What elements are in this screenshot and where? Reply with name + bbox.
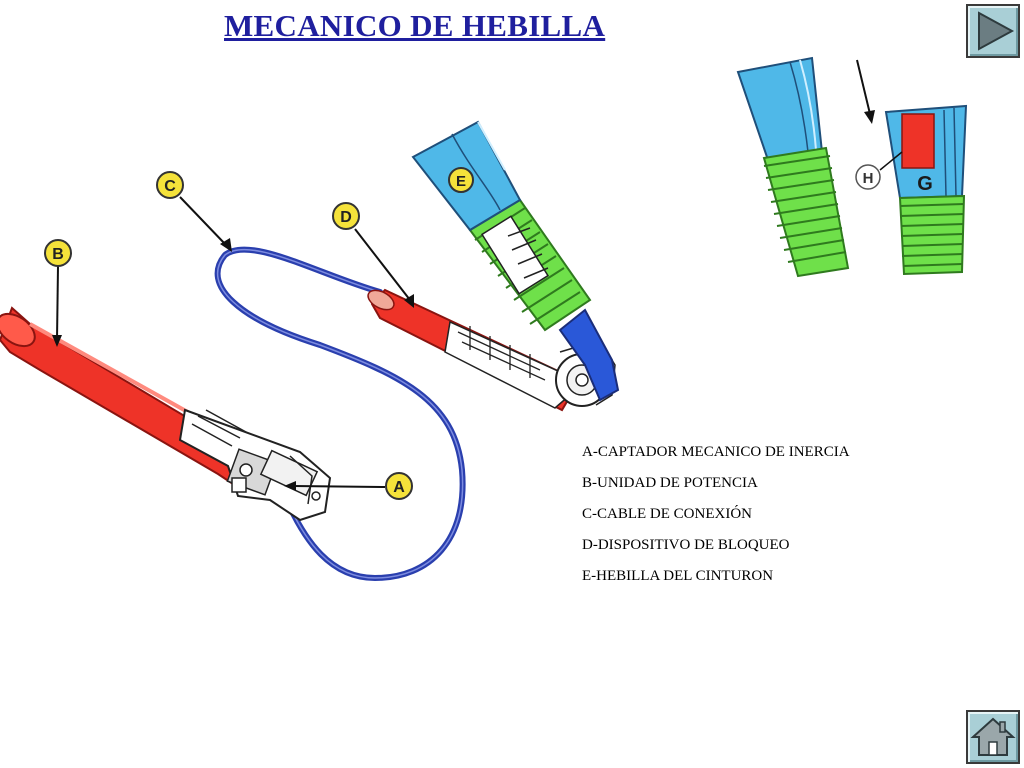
- buckle-detail-left: [736, 56, 850, 278]
- house-icon: [970, 717, 1016, 756]
- callout-c: C: [156, 171, 184, 199]
- buckle-detail-right: [884, 104, 968, 276]
- power-unit: [0, 306, 332, 522]
- slide-title: MECANICO DE HEBILLA: [224, 8, 606, 43]
- svg-text:E: E: [456, 173, 466, 190]
- play-triangle-icon: [978, 11, 1015, 51]
- svg-text:B: B: [52, 246, 64, 263]
- next-slide-button[interactable]: [966, 4, 1020, 58]
- red-latch-h: [901, 113, 935, 169]
- legend-item-d: D-DISPOSITIVO DE BLOQUEO: [582, 537, 790, 553]
- callout-a: A: [385, 472, 413, 500]
- callout-h: H: [855, 164, 881, 190]
- legend-item-c: C-CABLE DE CONEXIÓN: [582, 506, 752, 522]
- label-g: G: [917, 173, 933, 195]
- components-legend: A-CAPTADOR MECANICO DE INERCIA B-UNIDAD …: [582, 442, 850, 597]
- leader-lines: [56, 59, 871, 488]
- callout-e: E: [448, 167, 474, 193]
- connection-cable: [214, 246, 466, 582]
- svg-text:C: C: [164, 178, 176, 195]
- arrow-heads: [52, 110, 875, 491]
- callout-b: B: [44, 239, 72, 267]
- svg-text:A: A: [393, 479, 405, 496]
- callout-d: D: [332, 202, 360, 230]
- legend-item-e: E-HEBILLA DEL CINTURON: [582, 568, 774, 584]
- h-leader: [879, 151, 903, 171]
- svg-text:H: H: [863, 170, 874, 187]
- home-button[interactable]: [966, 710, 1020, 764]
- legend-item-b: B-UNIDAD DE POTENCIA: [582, 475, 758, 491]
- svg-text:D: D: [340, 209, 352, 226]
- locking-device: [367, 288, 616, 412]
- legend-item-a: A-CAPTADOR MECANICO DE INERCIA: [582, 444, 850, 460]
